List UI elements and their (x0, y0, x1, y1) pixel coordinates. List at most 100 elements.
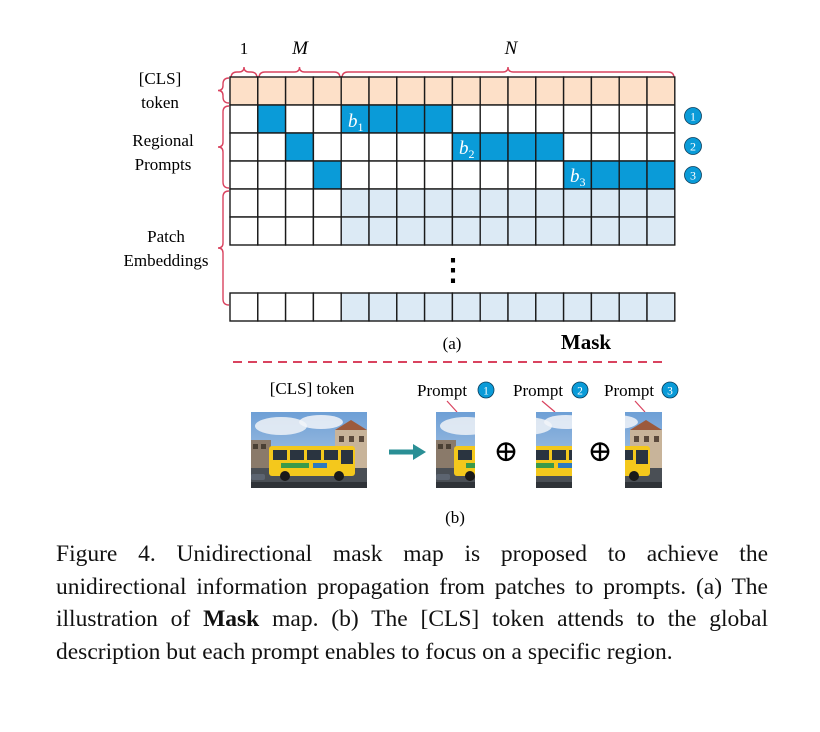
grid-cell (479, 292, 509, 322)
prompt-label-1: Prompt 1 (417, 381, 495, 400)
grid-cell (479, 216, 509, 246)
caption-suffix: map. (b) The [CLS] token attends to the … (56, 606, 768, 665)
regional-label-line2: Prompts (135, 155, 192, 174)
grid-cell (340, 216, 370, 246)
prompt-pointer-1 (446, 400, 458, 413)
block-label-b1: b1 (348, 111, 364, 134)
svg-text:2: 2 (577, 386, 583, 398)
cls-row-label-line1: [CLS] (139, 69, 182, 88)
grid-cell (507, 160, 537, 190)
grid-cell (618, 104, 648, 134)
left-brace (217, 105, 230, 189)
grid-cell (368, 76, 398, 106)
grid-cell (646, 188, 676, 218)
grid-cell (257, 188, 287, 218)
grid-cell (535, 104, 565, 134)
grid-cell (312, 76, 342, 106)
grid-cell (590, 76, 620, 106)
grid-cell (396, 188, 426, 218)
grid-cell (590, 216, 620, 246)
grid-cell (618, 216, 648, 246)
grid-cell (284, 292, 315, 322)
oplus-icon-2: ⊕ (587, 435, 612, 468)
grid-cell (507, 188, 537, 218)
grid-cell (284, 216, 315, 246)
grid-cell (340, 160, 370, 190)
svg-text:Prompt: Prompt (417, 381, 467, 400)
grid-cell (562, 132, 593, 162)
grid-cell (590, 132, 620, 162)
grid-cell (590, 160, 620, 190)
grid-cell (479, 160, 509, 190)
grid-cell (535, 132, 565, 162)
grid-cell (507, 132, 537, 162)
figure-caption: Figure 4. Unidirectional mask map is pro… (56, 538, 768, 668)
grid-cell (451, 292, 481, 322)
grid-cell (340, 292, 370, 322)
svg-text:b1: b1 (348, 111, 364, 134)
label-m: M (291, 38, 309, 59)
grid-cell (646, 132, 676, 162)
prompt-pointer-3 (634, 400, 646, 413)
grid-cell (312, 216, 342, 246)
grid-cell (396, 292, 426, 322)
left-brace (217, 77, 230, 104)
grid-cell (507, 216, 537, 246)
grid-cell (646, 76, 676, 106)
grid-cell (618, 76, 648, 106)
mask-map-figure: 1 M N [CLS] token Regional Prompts Patch… (124, 38, 702, 527)
grid-cell (423, 292, 454, 322)
grid-cell (229, 292, 259, 322)
grid-cell (451, 132, 481, 162)
grid-cell (312, 160, 342, 190)
grid-cell (423, 216, 454, 246)
oplus-icon-1: ⊕ (493, 435, 518, 468)
grid-cell (229, 104, 259, 134)
grid-cell (368, 104, 398, 134)
grid-cell (368, 292, 398, 322)
svg-text:Prompt: Prompt (604, 381, 654, 400)
grid-cell (229, 76, 259, 106)
grid-cell (284, 76, 315, 106)
top-brace (258, 66, 341, 79)
grid-cell (590, 104, 620, 134)
grid-cell (229, 160, 259, 190)
prompt-label-2: Prompt 2 (513, 381, 589, 400)
grid-cell (451, 76, 481, 106)
grid-cell (507, 104, 537, 134)
grid-cell (646, 292, 676, 322)
grid-cell (396, 76, 426, 106)
caption-bold-mask: Mask (203, 606, 260, 632)
grid-cell (368, 160, 398, 190)
grid-cell (646, 160, 676, 190)
label-n: N (504, 38, 519, 59)
mask-label: Mask (561, 330, 611, 354)
caption-prefix: Figure 4. Unidirectional mask map is pro… (56, 541, 768, 632)
svg-text:3: 3 (690, 169, 696, 183)
grid-cell (368, 216, 398, 246)
grid-cell (284, 132, 315, 162)
grid-cell (423, 104, 454, 134)
circle-number-1: 1 (684, 107, 702, 125)
grid-cell (257, 160, 287, 190)
svg-text:2: 2 (690, 140, 696, 154)
svg-text:1: 1 (483, 386, 489, 398)
grid-cell (284, 104, 315, 134)
grid-cell (535, 188, 565, 218)
top-brace (230, 66, 258, 79)
grid-cell (535, 292, 565, 322)
grid-cell (396, 132, 426, 162)
top-braces (230, 66, 675, 79)
grid-cell (451, 104, 481, 134)
block-label-b3: b3 (570, 166, 586, 189)
grid-cell (479, 132, 509, 162)
grid-cell (423, 160, 454, 190)
top-brace (341, 66, 675, 79)
grid-cell (562, 104, 593, 134)
grid-cell (423, 132, 454, 162)
grid-cell (284, 160, 315, 190)
vertical-ellipsis: ⋮ (438, 254, 468, 287)
grid-cell (479, 104, 509, 134)
grid-cell (340, 104, 370, 134)
grid-cell (368, 188, 398, 218)
